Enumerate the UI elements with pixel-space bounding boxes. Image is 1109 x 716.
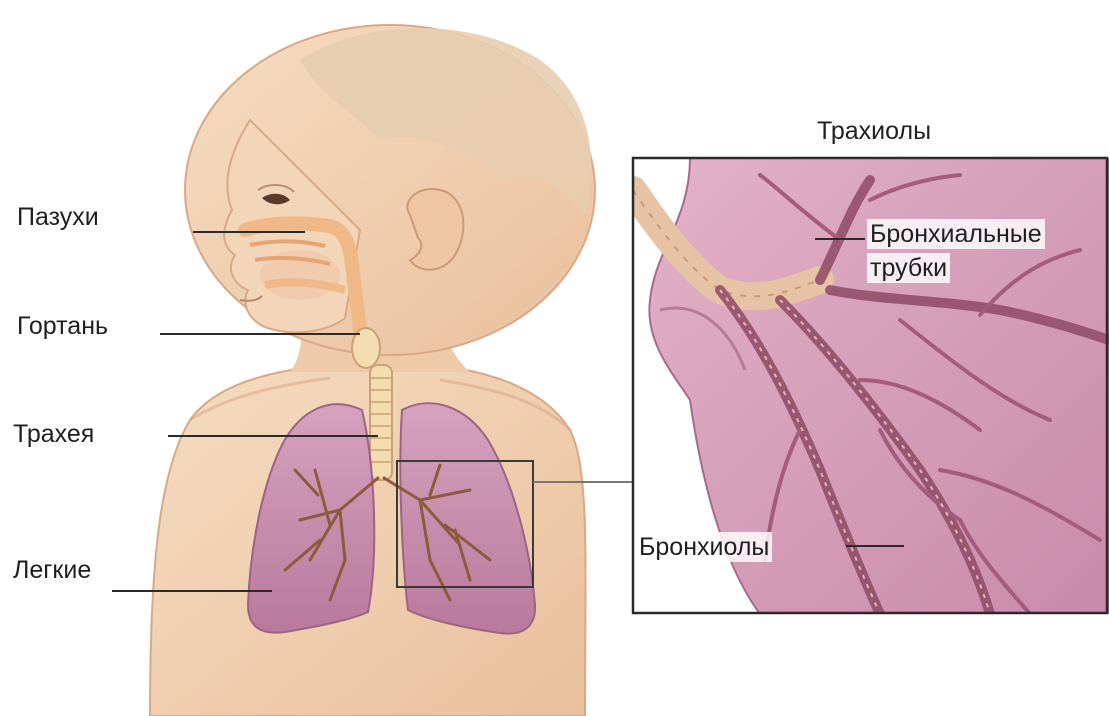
bronchial-tubes-leader: [815, 238, 865, 240]
label-lungs: Легкие: [13, 555, 91, 585]
bronchioles-leader: [846, 545, 904, 547]
label-sinuses: Пазухи: [17, 202, 99, 232]
label-larynx: Гортань: [17, 311, 108, 341]
label-trachea: Трахея: [13, 419, 94, 449]
label-bronchial-tubes-line2: трубки: [867, 253, 950, 283]
label-inset-title: Трахиолы: [817, 116, 931, 146]
label-bronchial-tubes-line1: Бронхиальные: [867, 219, 1045, 249]
larynx-leader: [160, 333, 360, 335]
label-bronchioles: Бронхиолы: [636, 532, 772, 562]
sinuses-leader: [193, 231, 305, 233]
lungs-leader: [112, 590, 272, 592]
trachea-leader: [168, 435, 378, 437]
head: [185, 25, 595, 355]
